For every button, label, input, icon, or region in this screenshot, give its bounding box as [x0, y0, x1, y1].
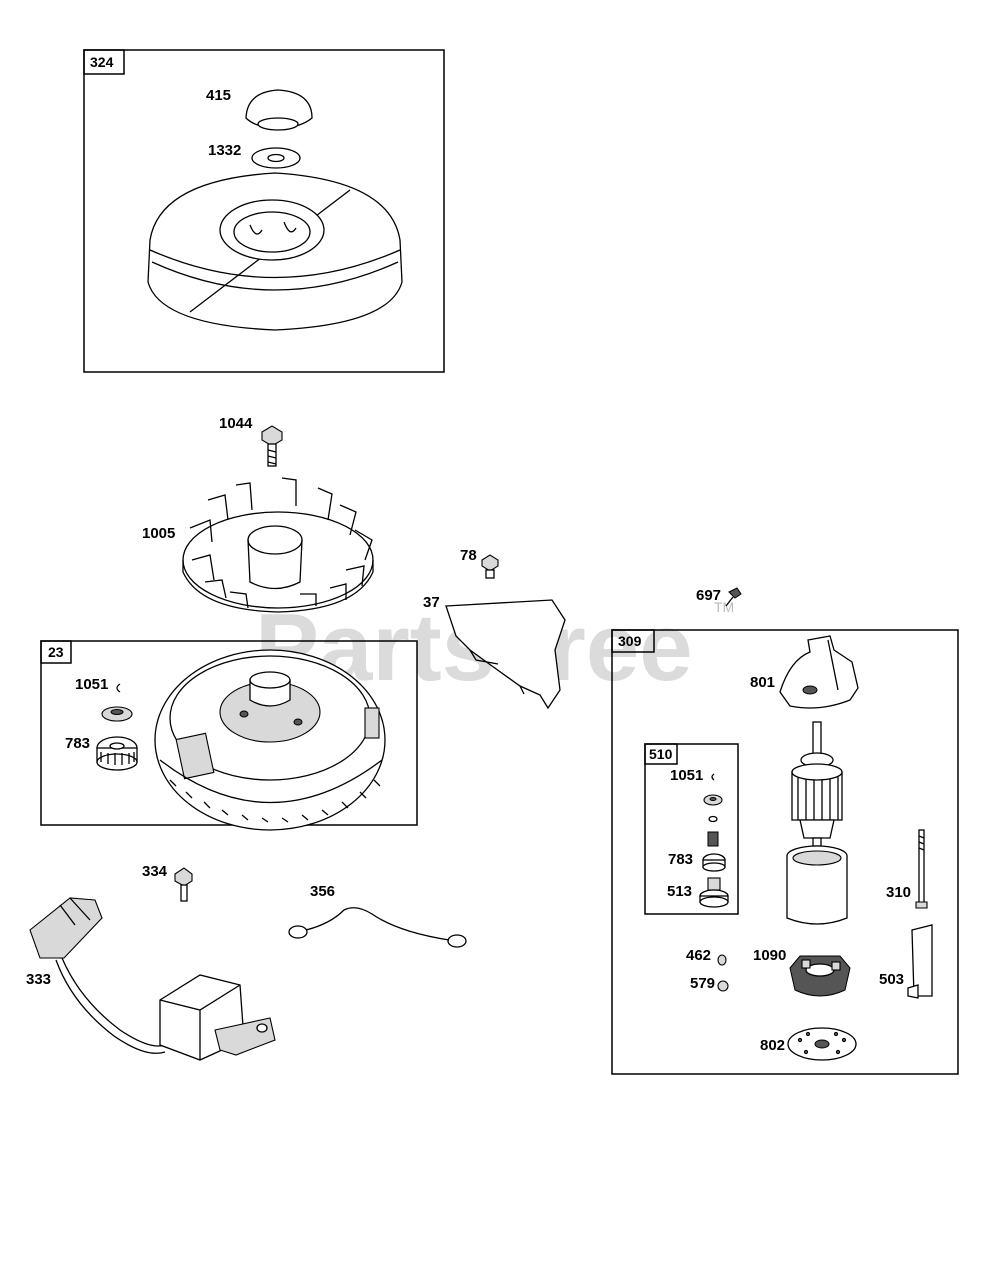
callout-462: 462	[686, 947, 711, 964]
part-motor-housing[interactable]	[786, 845, 848, 925]
part-503-bracket[interactable]	[907, 924, 933, 999]
box-label-510: 510	[649, 746, 673, 762]
callout-1051-flywheel: 1051	[75, 676, 108, 693]
part-1051-key-flywheel[interactable]	[116, 683, 121, 693]
part-78-bolt[interactable]	[481, 554, 499, 579]
callout-503: 503	[879, 971, 904, 988]
callout-783-flywheel: 783	[65, 735, 90, 752]
part-1090-brush-plate[interactable]	[789, 955, 851, 997]
part-783-gear-flywheel[interactable]	[96, 736, 138, 771]
callout-802: 802	[760, 1037, 785, 1054]
callout-579: 579	[690, 975, 715, 992]
callout-334: 334	[142, 863, 168, 880]
callout-356: 356	[310, 883, 335, 900]
callout-37: 37	[423, 594, 440, 611]
part-flywheel[interactable]	[154, 649, 386, 831]
callout-697: 697	[696, 587, 721, 604]
callout-1051-starter: 1051	[670, 767, 703, 784]
part-spring-starter[interactable]	[707, 831, 719, 847]
part-ring-starter[interactable]	[708, 815, 718, 823]
part-356-ground-wire[interactable]	[288, 907, 467, 948]
callout-415: 415	[206, 87, 231, 104]
callout-1005: 1005	[142, 525, 175, 542]
callout-801: 801	[750, 674, 775, 691]
part-37-air-guide[interactable]	[445, 599, 566, 710]
callout-310: 310	[886, 884, 911, 901]
part-1332-washer[interactable]	[251, 147, 301, 169]
part-415-cap[interactable]	[245, 89, 313, 131]
callout-1044: 1044	[219, 415, 253, 432]
part-783-gear-starter[interactable]	[702, 853, 726, 872]
callout-1332: 1332	[208, 142, 241, 159]
part-802-end-cap[interactable]	[787, 1027, 857, 1061]
box-label-324: 324	[90, 54, 114, 70]
part-579-nut[interactable]	[717, 980, 729, 992]
part-310-bolt[interactable]	[915, 829, 928, 909]
part-333-ignition-coil[interactable]	[29, 897, 276, 1061]
box-23: 23	[40, 640, 418, 826]
part-513-drive[interactable]	[699, 877, 729, 908]
callout-1090: 1090	[753, 947, 786, 964]
box-510: 510	[644, 743, 739, 915]
box-309: 309	[611, 629, 959, 1075]
callout-78: 78	[460, 547, 477, 564]
part-462-nut[interactable]	[717, 954, 727, 966]
box-label-23: 23	[48, 644, 64, 660]
part-1005-fan[interactable]	[182, 477, 374, 613]
part-697-screw[interactable]	[725, 587, 742, 607]
watermark-tm: TM	[714, 599, 734, 615]
part-blower-cover[interactable]	[147, 172, 403, 331]
callout-333: 333	[26, 971, 51, 988]
part-1051-key-starter[interactable]	[711, 773, 715, 781]
part-armature[interactable]	[791, 721, 843, 847]
callout-513: 513	[667, 883, 692, 900]
part-801-bracket[interactable]	[779, 635, 859, 709]
part-washer-starter[interactable]	[703, 794, 723, 806]
part-washer-flywheel[interactable]	[101, 706, 133, 722]
box-324: 324	[83, 49, 445, 373]
part-334-bolt[interactable]	[174, 867, 193, 902]
box-label-309: 309	[618, 633, 642, 649]
callout-783-starter: 783	[668, 851, 693, 868]
part-1044-bolt[interactable]	[261, 425, 283, 467]
